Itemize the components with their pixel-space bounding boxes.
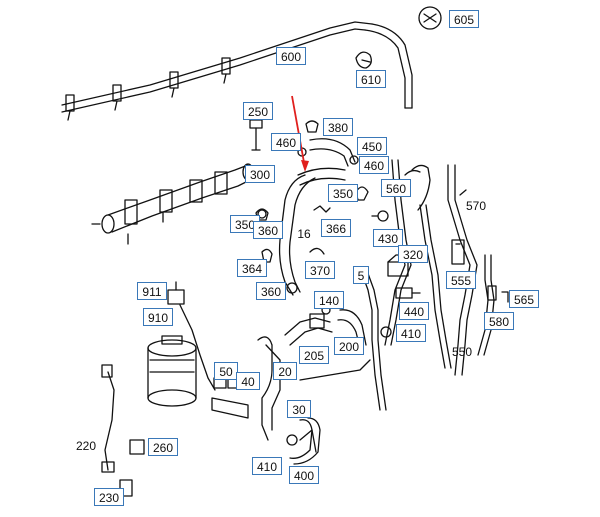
part-450-hose [309, 138, 356, 167]
part-20-hose [257, 336, 281, 441]
callout-260: 260 [148, 438, 178, 456]
part-911-sensor [167, 281, 185, 305]
part-366-clamp [313, 205, 331, 213]
callout-40: 40 [236, 372, 260, 390]
callout-450: 450 [357, 137, 387, 155]
callout-250: 250 [243, 102, 273, 120]
part-560-pipe [384, 159, 431, 346]
part-fuel-filter [147, 335, 197, 407]
callout-910: 910 [143, 308, 173, 326]
part-300-hose [278, 167, 346, 296]
callout-410-upper: 410 [396, 324, 426, 342]
part-550-pipe [419, 204, 452, 369]
callout-5: 5 [353, 266, 369, 284]
callout-370: 370 [305, 261, 335, 279]
callout-380: 380 [323, 118, 353, 136]
part-380-clamp [305, 120, 319, 133]
part-200-hose [299, 309, 371, 381]
part-580-hose [477, 254, 497, 356]
callout-460-upper: 460 [271, 133, 301, 151]
callout-400: 400 [289, 466, 319, 484]
callout-440: 440 [399, 302, 429, 320]
part-5-line [359, 267, 387, 411]
callout-600: 600 [276, 47, 306, 65]
part-410-fitting [286, 326, 392, 446]
callout-205: 205 [299, 346, 329, 364]
callout-50: 50 [214, 362, 238, 380]
callout-605: 605 [449, 10, 479, 28]
callout-360-lower: 360 [256, 282, 286, 300]
callout-550: 550 [451, 345, 473, 359]
callout-911: 911 [137, 282, 167, 300]
part-565-clip [501, 291, 509, 303]
callout-565: 565 [509, 290, 539, 308]
part-600-injector-rail [61, 21, 413, 121]
part-370-clip [309, 247, 325, 255]
part-555-bracket [451, 239, 465, 265]
part-430-bolt [371, 210, 389, 222]
part-610-clamp [355, 51, 372, 69]
callout-460-lower: 460 [359, 156, 389, 174]
part-605-clip [418, 6, 442, 30]
part-260-connector [129, 439, 145, 455]
callout-580: 580 [484, 312, 514, 330]
part-220-harness [101, 364, 115, 473]
callout-570: 570 [465, 199, 487, 213]
part-250-bolt [249, 119, 263, 151]
callout-350-lower: 350 [230, 215, 260, 233]
part-30-hose [289, 417, 321, 465]
callout-200: 200 [334, 337, 364, 355]
callout-230: 230 [94, 488, 124, 506]
callout-610: 610 [356, 70, 386, 88]
part-205-hose [284, 313, 333, 346]
callout-350-upper: 350 [328, 184, 358, 202]
callout-366: 366 [321, 219, 351, 237]
callout-430: 430 [373, 229, 403, 247]
callout-410-lower: 410 [252, 457, 282, 475]
callout-20: 20 [273, 362, 297, 380]
callout-16: 16 [297, 227, 311, 241]
part-360-clamp [257, 209, 298, 294]
callout-560: 560 [381, 179, 411, 197]
pointer-arrow [291, 95, 309, 172]
callout-220: 220 [75, 439, 97, 453]
callout-300: 300 [245, 165, 275, 183]
callout-555: 555 [446, 271, 476, 289]
callout-140: 140 [314, 291, 344, 309]
callout-360-upper: 360 [253, 221, 283, 239]
part-rail-assembly [91, 163, 254, 245]
part-400-hose [299, 429, 317, 453]
part-364-clip [261, 248, 273, 263]
callout-30: 30 [287, 400, 311, 418]
callout-364: 364 [237, 259, 267, 277]
part-440-fitting [395, 287, 421, 299]
part-910-line [179, 304, 216, 391]
callout-320: 320 [398, 245, 428, 263]
